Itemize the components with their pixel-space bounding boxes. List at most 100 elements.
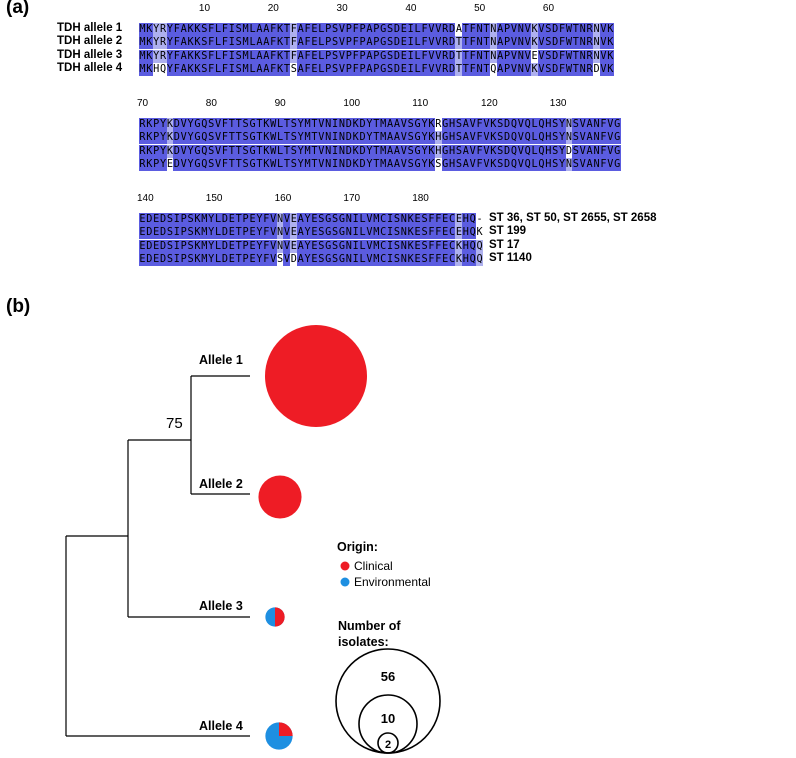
residue: A	[393, 118, 401, 131]
residue: K	[262, 157, 270, 171]
residue: G	[414, 118, 422, 131]
residue: E	[139, 226, 146, 240]
residue: K	[407, 226, 415, 240]
residue: G	[194, 131, 201, 145]
residue: D	[221, 239, 229, 253]
size-legend-circle	[335, 648, 441, 754]
residue: F	[476, 118, 483, 131]
size-legend-title-line2: isolates:	[338, 635, 389, 649]
residue: T	[235, 213, 243, 226]
residue: A	[393, 131, 401, 145]
residue: P	[242, 213, 250, 226]
residue: W	[565, 23, 573, 36]
residue: E	[531, 49, 539, 63]
residue: K	[187, 62, 195, 76]
residue: E	[400, 49, 408, 63]
residue: L	[276, 131, 284, 145]
residue: S	[551, 157, 559, 171]
residue: H	[462, 226, 470, 240]
residue: F	[352, 49, 360, 63]
residue: F	[221, 144, 229, 158]
residue: S	[187, 239, 195, 253]
residue: T	[255, 131, 263, 145]
residue: N	[476, 49, 483, 63]
residue: N	[400, 252, 408, 266]
residue: D	[393, 36, 401, 50]
residue: F	[221, 118, 229, 131]
residue: Q	[200, 157, 208, 171]
residue: V	[180, 131, 188, 145]
residue: T	[311, 144, 318, 158]
residue: L	[214, 36, 222, 50]
residue: V	[524, 23, 532, 36]
residue: F	[290, 36, 298, 50]
residue: F	[269, 49, 277, 63]
residue: Q	[476, 239, 483, 253]
residue: P	[503, 36, 511, 50]
residue: D	[173, 131, 181, 145]
residue: S	[572, 118, 580, 131]
environmental-legend-dot	[340, 577, 350, 587]
residue: A	[366, 36, 373, 50]
residue: L	[414, 23, 422, 36]
residue: Y	[297, 144, 305, 158]
residue: D	[221, 226, 229, 240]
residue: R	[441, 36, 449, 50]
residue: V	[434, 62, 442, 76]
residue: I	[407, 62, 415, 76]
residue: C	[448, 213, 456, 226]
residue: V	[579, 131, 587, 145]
residue: E	[152, 252, 160, 266]
residue: D	[359, 131, 367, 145]
residue: P	[242, 239, 250, 253]
residue: E	[249, 226, 256, 240]
residue: F	[221, 62, 229, 76]
residue: E	[400, 36, 408, 50]
residue: T	[455, 62, 463, 76]
residue: D	[551, 23, 559, 36]
residue: A	[297, 62, 305, 76]
sequence-type-label: ST 36, ST 50, ST 2655, ST 2658	[489, 212, 657, 224]
residue: E	[414, 239, 422, 253]
residue: I	[331, 131, 339, 145]
residue: G	[324, 252, 332, 266]
residue: D	[173, 144, 181, 158]
residue: N	[593, 131, 600, 145]
residue: Q	[510, 131, 518, 145]
position-tick: 60	[542, 3, 555, 14]
residue: S	[290, 144, 298, 158]
residue: S	[331, 23, 339, 36]
residue: K	[166, 131, 174, 145]
residue: T	[283, 118, 291, 131]
residue: D	[173, 118, 181, 131]
residue: E	[400, 62, 408, 76]
residue: N	[593, 144, 600, 158]
residue: A	[297, 226, 305, 240]
residue: F	[476, 157, 483, 171]
residue: K	[276, 36, 284, 50]
residue: D	[551, 62, 559, 76]
clinical-slice	[258, 475, 302, 519]
position-tick: 140	[137, 193, 154, 204]
residue: S	[331, 49, 339, 63]
residue: T	[311, 118, 318, 131]
residue: S	[242, 144, 250, 158]
residue: V	[599, 23, 607, 36]
residue: V	[517, 118, 525, 131]
residue: P	[180, 226, 188, 240]
residue: E	[166, 157, 174, 171]
residue: F	[427, 239, 435, 253]
residue: V	[434, 49, 442, 63]
residue: V	[483, 144, 490, 158]
residue: P	[345, 62, 353, 76]
residue: M	[139, 23, 146, 36]
residue: Y	[366, 157, 373, 171]
residue: T	[572, 36, 580, 50]
residue: G	[613, 118, 621, 131]
residue: S	[407, 118, 415, 131]
residue: F	[427, 252, 435, 266]
residue: V	[269, 252, 277, 266]
residue: I	[173, 239, 181, 253]
residue: G	[613, 157, 621, 171]
residue: S	[166, 226, 174, 240]
